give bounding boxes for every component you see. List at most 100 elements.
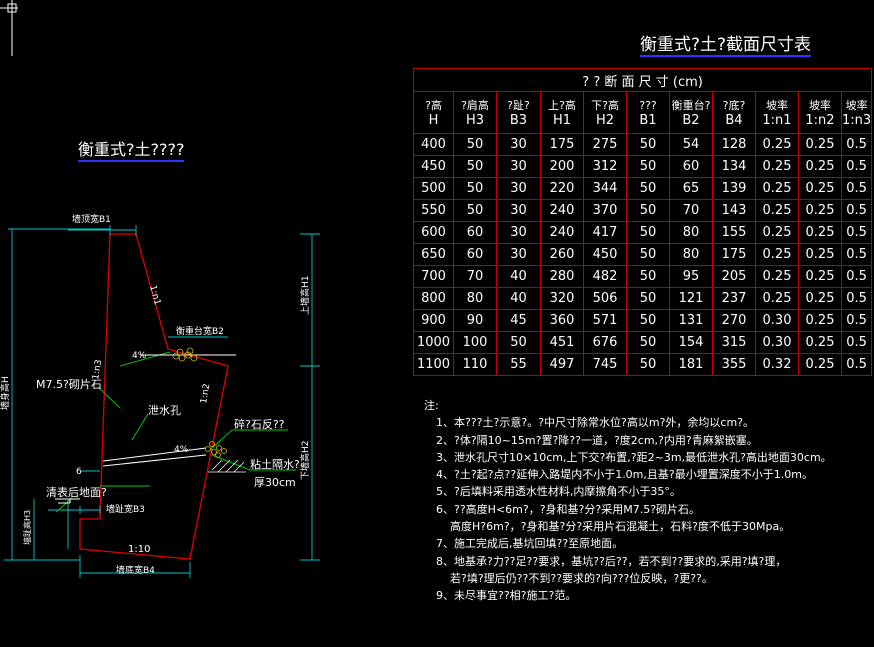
table-cell: 154 — [669, 331, 713, 354]
header-symbol: H1 — [552, 112, 572, 128]
table-cell: 0.25 — [798, 331, 842, 354]
table-cell: 50 — [626, 199, 670, 222]
table-cell: 50 — [626, 331, 670, 354]
table-cell: 0.25 — [755, 243, 799, 266]
table-cell: 571 — [583, 309, 627, 332]
table-cell: 506 — [583, 287, 627, 310]
label-ground: 清表后地面? — [46, 485, 107, 499]
header-symbol: H2 — [595, 112, 615, 128]
table-cell: 50 — [453, 177, 497, 200]
table-cell: 0.30 — [755, 309, 799, 332]
table-header-cell: ???B1 — [626, 91, 670, 134]
label-slope-n2: 1:n2 — [199, 383, 212, 405]
note-line: 若?填?理后仍??不到??要求的?向???位反映，?更??。 — [450, 571, 713, 585]
table-header-cell: ?底?B4 — [712, 91, 756, 134]
header-label: ?趾? — [507, 98, 530, 112]
note-line: 2、?体?隔10~15m?置?降??一道，?度2cm,?内用?青麻絮嵌塞。 — [436, 433, 758, 447]
label-pct-lower: 4% — [174, 445, 189, 455]
table-cell: 800 — [413, 287, 454, 310]
note-line: 4、?土?起?点??延伸入路堤内不小于1.0m,且基?最小埋置深度不小于1.0m… — [436, 468, 813, 482]
table-cell: 0.25 — [755, 155, 799, 178]
label-slope-n1: 1:n1 — [147, 284, 162, 306]
header-symbol: B2 — [682, 112, 700, 128]
table-cell: 0.25 — [798, 177, 842, 200]
table-cell: 315 — [712, 331, 756, 354]
table-cell: 320 — [540, 287, 584, 310]
header-symbol: H3 — [465, 112, 485, 128]
label-material: M7.5?砌片石 — [36, 378, 102, 391]
label-pct-upper: 4% — [132, 351, 147, 361]
header-symbol: B3 — [509, 112, 528, 128]
note-line: 8、地基承?力??足??要求，基坑??后??，若不到??要求的,采用?填?理， — [436, 554, 787, 568]
table-cell: 50 — [626, 309, 670, 332]
table-cell: 0.5 — [840, 177, 873, 200]
table-title: 衡重式?土?截面尺寸表 — [640, 30, 812, 57]
dimension-lines — [4, 225, 320, 578]
table-cell: 360 — [540, 309, 584, 332]
table-cell: 80 — [669, 243, 713, 266]
table-cell: 240 — [540, 199, 584, 222]
header-symbol: H — [428, 112, 439, 128]
table-cell: 0.25 — [798, 133, 842, 156]
table-cell: 30 — [496, 199, 541, 222]
label-h2: 下墙高H2 — [299, 441, 311, 481]
clay-hatch — [208, 459, 246, 473]
label-clay-thickness: 厚30cm — [254, 476, 296, 489]
table-cell: 550 — [413, 199, 454, 222]
table-cell: 451 — [540, 331, 584, 354]
header-label: ?肩高 — [461, 98, 489, 112]
table-cell: 1100 — [413, 353, 454, 376]
table-header-cell: 衡重台?B2 — [669, 91, 713, 134]
table-cell: 0.25 — [755, 133, 799, 156]
table-cell: 143 — [712, 199, 756, 222]
table-cell: 0.25 — [798, 155, 842, 178]
table-cell: 0.32 — [755, 353, 799, 376]
table-cell: 900 — [413, 309, 454, 332]
table-cell: 450 — [583, 243, 627, 266]
table-cell: 0.25 — [755, 221, 799, 244]
table-cell: 0.5 — [840, 199, 873, 222]
table-cell: 139 — [712, 177, 756, 200]
table-cell: 0.5 — [840, 133, 873, 156]
header-symbol: 1:n1 — [762, 112, 792, 128]
header-label: 下?高 — [591, 98, 619, 112]
table-cell: 482 — [583, 265, 627, 288]
table-cell: 134 — [712, 155, 756, 178]
table-cell: 0.30 — [755, 331, 799, 354]
header-symbol: 1:n3 — [842, 112, 872, 128]
label-gravel: 碎?石反?? — [234, 417, 285, 431]
table-caption: ? ? 断 面 尺 寸 (cm) — [412, 68, 873, 92]
label-b1: 墙顶宽B1 — [72, 213, 111, 225]
table-cell: 50 — [453, 133, 497, 156]
table-cell: 0.5 — [840, 265, 873, 288]
notes-block: 注:1、本???土?示意?。?中尺寸除常水位?高以m?外，余均以cm?。2、?体… — [424, 397, 832, 605]
table-cell: 80 — [669, 221, 713, 244]
label-h3: 墙趾高H3 — [22, 510, 32, 545]
table-cell: 0.25 — [798, 353, 842, 376]
table-cell: 0.5 — [840, 331, 873, 354]
header-symbol: B4 — [725, 112, 743, 128]
table-cell: 70 — [669, 199, 713, 222]
table-cell: 344 — [583, 177, 627, 200]
table-cell: 128 — [712, 133, 756, 156]
note-line: 高度H?6m?，?身和基?分?采用片石混凝土，石料?度不低于30Mpa。 — [450, 520, 791, 534]
table-cell: 200 — [540, 155, 584, 178]
table-cell: 500 — [413, 177, 454, 200]
table-cell: 497 — [540, 353, 584, 376]
table-cell: 50 — [496, 331, 541, 354]
label-b3: 墙趾宽B3 — [106, 503, 145, 515]
diagram-labels: 墙顶宽B1 1:n1 衡重台宽B2 4% 1:n3 M7.5?砌片石 泄水孔 1… — [0, 213, 311, 576]
